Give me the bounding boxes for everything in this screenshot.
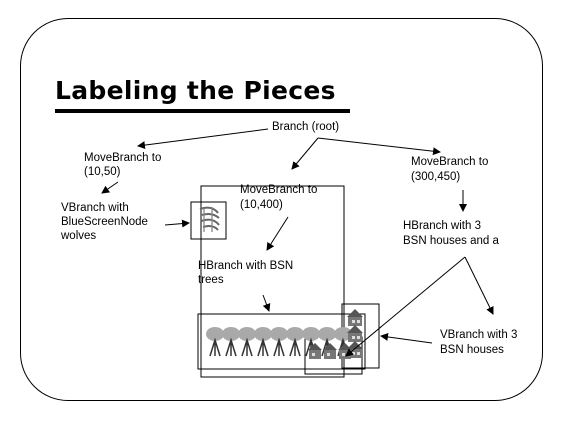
arrow-root-to-right <box>318 138 440 152</box>
arrow-vbranch-label-to-houses <box>381 336 432 343</box>
tree-icon <box>238 327 256 356</box>
arrow-trees-label-to-box <box>263 295 269 311</box>
arrow-vbranch-label-to-wolves <box>165 223 189 225</box>
tree-icon <box>270 327 288 356</box>
arrow-mid-to-hbranch <box>267 217 288 250</box>
label-hbranch-trees-line2: trees <box>198 274 224 287</box>
label-hbranch-houses-line2: BSN houses and a <box>403 235 499 248</box>
trees-box <box>198 314 365 369</box>
label-vbranch-wolves-line2: BlueScreenNode <box>61 216 148 229</box>
arrow-root-to-mid <box>292 138 318 169</box>
arrow-left-to-vbranch <box>102 182 118 193</box>
label-vbranch-houses-line1: VBranch with 3 <box>440 329 517 342</box>
label-vbranch-wolves-line1: VBranch with <box>61 202 129 215</box>
label-vbranch-wolves-line3: wolves <box>61 230 96 243</box>
label-hbranch-houses-line1: HBranch with 3 <box>403 220 481 233</box>
wolves-image <box>200 207 219 232</box>
label-root: Branch (root) <box>272 121 339 134</box>
label-vbranch-houses-line2: BSN houses <box>440 344 504 357</box>
label-move-right-line1: MoveBranch to <box>411 156 488 169</box>
tree-icon <box>206 327 224 356</box>
tree-icon <box>254 327 272 356</box>
tree-icon <box>286 327 304 356</box>
label-move-left-line2: (10,50) <box>84 166 120 179</box>
arrow-hbranch-to-vbranch <box>465 257 493 314</box>
label-move-mid-line1: MoveBranch to <box>240 184 317 197</box>
label-move-mid-line2: (10,400) <box>240 199 283 212</box>
label-move-left-line1: MoveBranch to <box>84 152 161 165</box>
arrow-root-to-left <box>138 129 268 146</box>
tree-icon <box>222 327 240 356</box>
label-move-right-line2: (300,450) <box>411 171 460 184</box>
label-hbranch-trees-line1: HBranch with BSN <box>198 260 293 273</box>
houses-horizontal-image <box>308 343 352 359</box>
